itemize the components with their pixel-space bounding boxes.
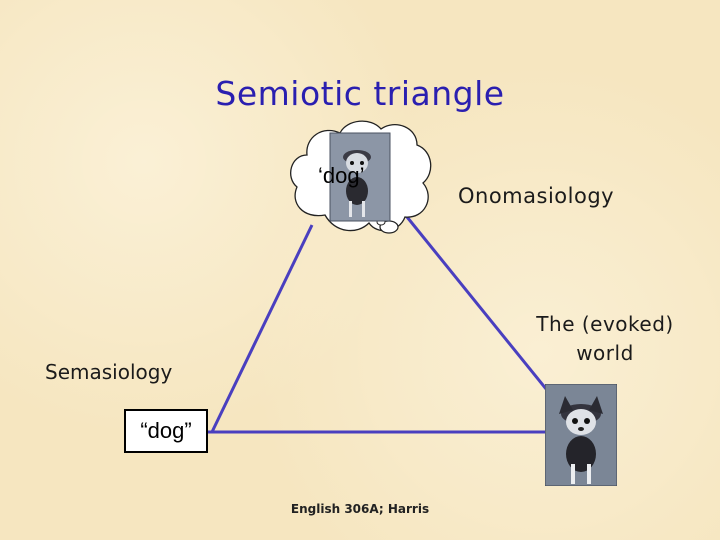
world-dog-photo-icon (545, 384, 617, 486)
dog-photo-icon (329, 132, 391, 222)
world-label-line1: The (evoked) (536, 312, 674, 336)
world-label: The (evoked) world (520, 310, 690, 368)
line-concept-to-world (401, 211, 557, 401)
onomasiology-label: Onomasiology (458, 184, 615, 208)
thought-cloud-icon (290, 120, 432, 234)
concept-label: ‘dog’ (318, 163, 365, 188)
semasiology-label: Semasiology (45, 360, 173, 384)
word-box: “dog” (124, 409, 208, 453)
slide-title: Semiotic triangle (215, 74, 505, 113)
line-concept-to-word (210, 224, 314, 433)
world-label-line2: world (576, 341, 634, 365)
footer-credit: English 306A; Harris (290, 502, 430, 516)
